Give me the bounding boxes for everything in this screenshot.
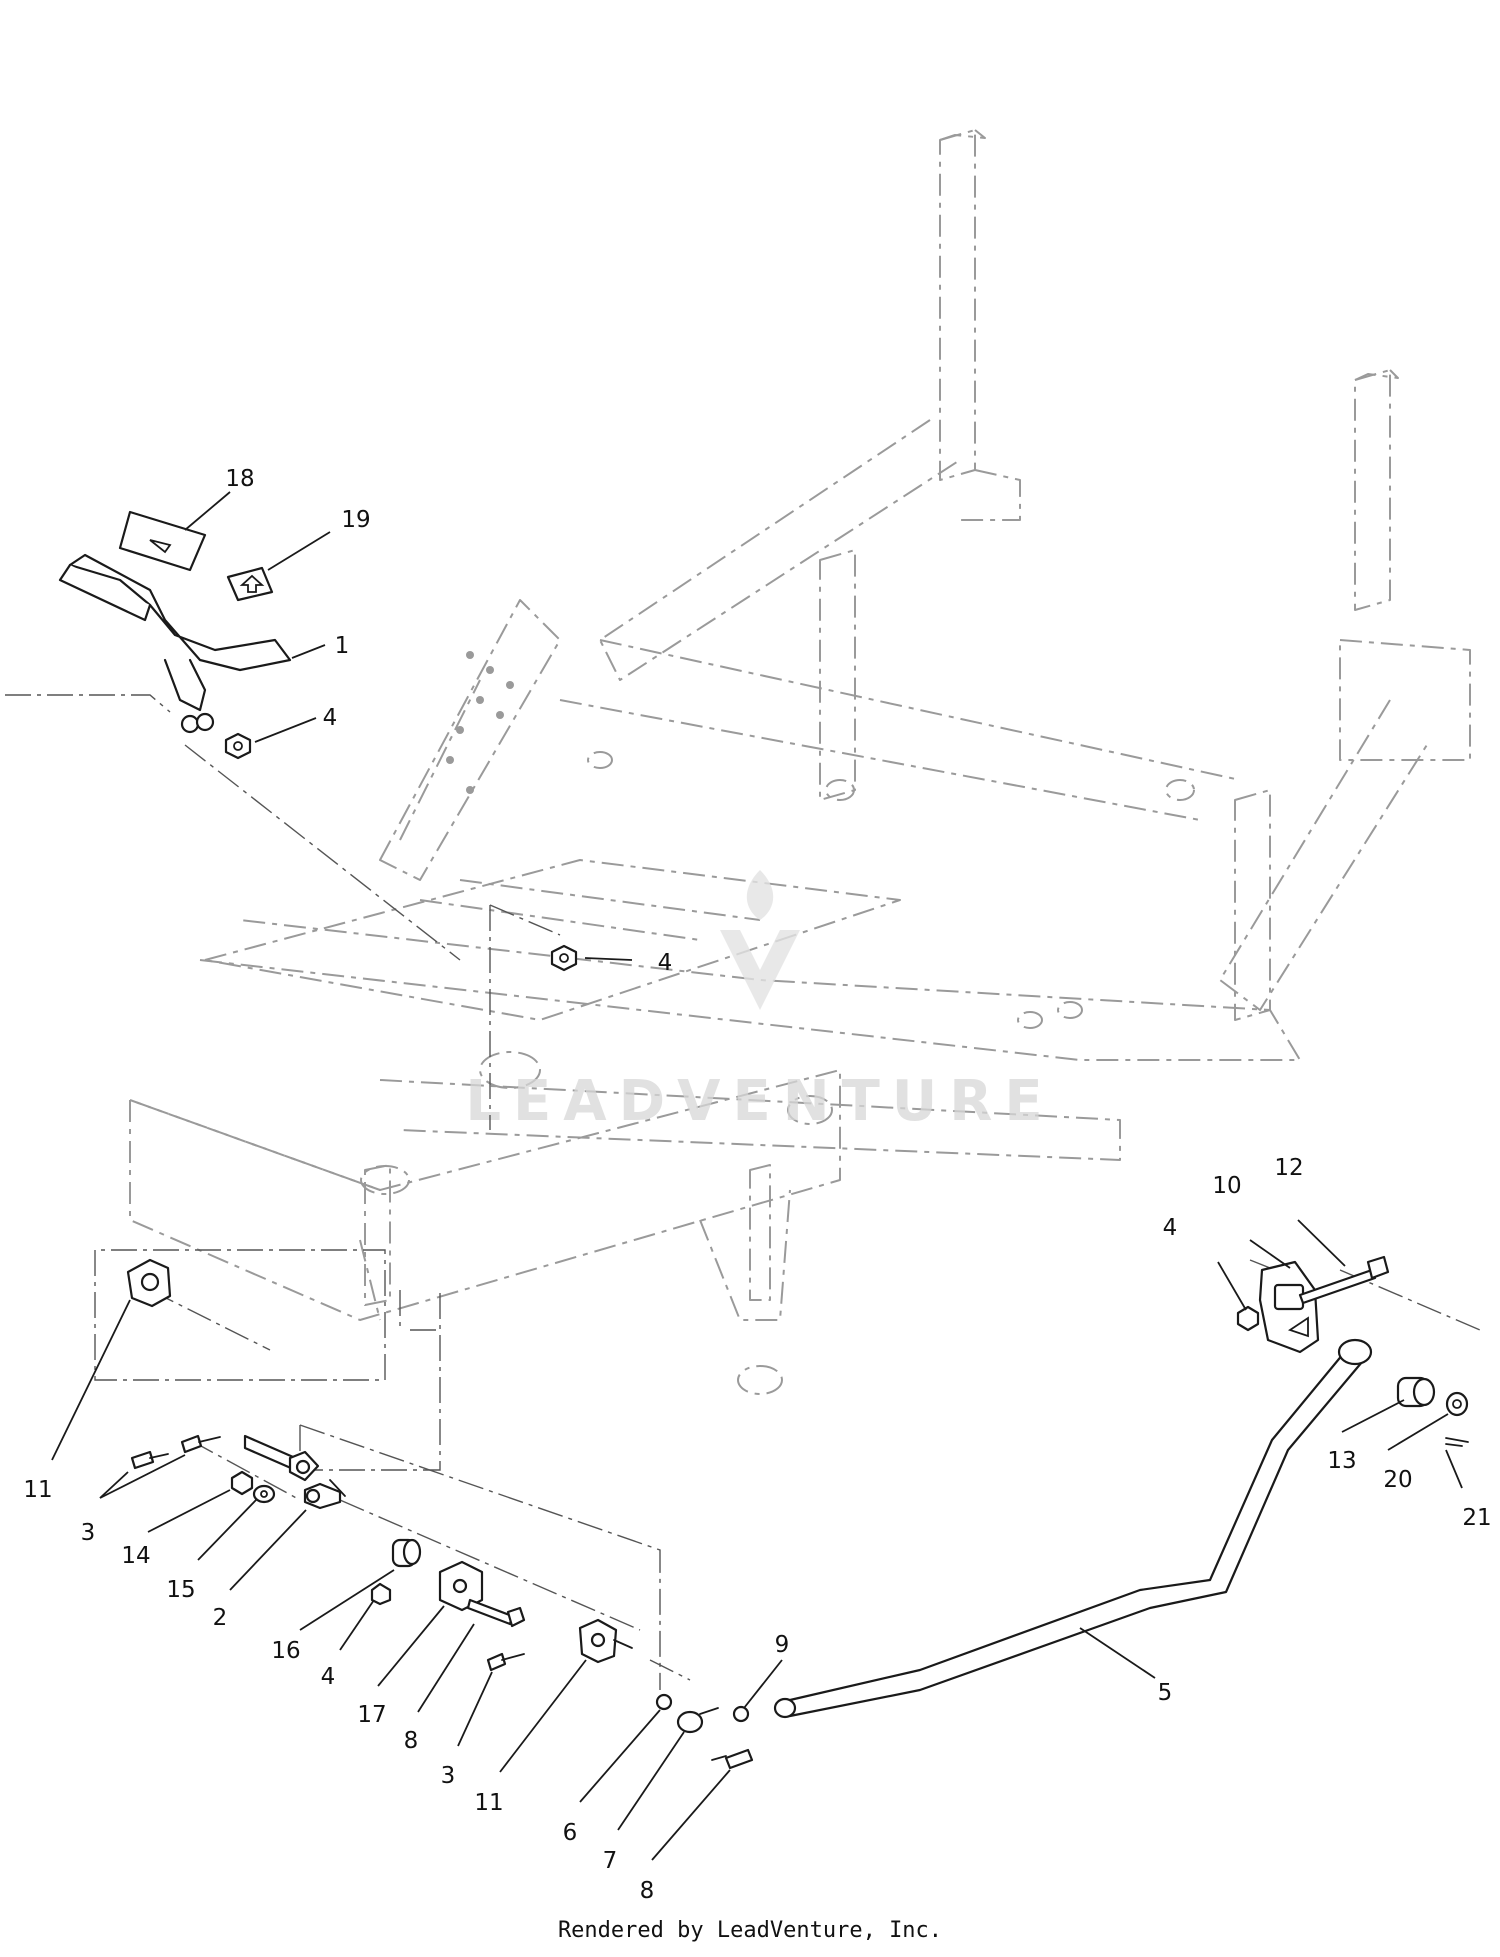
callout-3-left: 3 <box>81 1520 96 1546</box>
part-4-nut-b <box>550 944 578 972</box>
part-11-bushing-b <box>578 1618 633 1664</box>
part-18-decal <box>118 510 207 572</box>
watermark: LEADVENTURE <box>465 870 1054 1134</box>
callout-16: 16 <box>271 1638 300 1664</box>
callout-12: 12 <box>1274 1155 1303 1181</box>
part-9-nut <box>732 1705 750 1723</box>
callout-21: 21 <box>1462 1505 1491 1531</box>
part-13-bushing <box>1396 1376 1436 1408</box>
part-4-nut-c <box>1236 1305 1260 1332</box>
callout-7: 7 <box>603 1848 618 1874</box>
part-8-bolt-b <box>711 1748 754 1770</box>
callout-2: 2 <box>213 1605 228 1631</box>
part-4-nut-a <box>224 732 252 760</box>
callout-19: 19 <box>341 507 370 533</box>
callout-11-left: 11 <box>23 1477 52 1503</box>
callout-5: 5 <box>1158 1680 1173 1706</box>
callout-4-center: 4 <box>658 950 673 976</box>
part-14-nut <box>230 1470 254 1496</box>
callout-labels: 18 19 1 4 4 10 12 4 13 20 21 11 3 14 15 … <box>23 466 1491 1904</box>
chassis-frame <box>129 129 1471 1395</box>
part-3-bolt-a <box>130 1450 169 1470</box>
callout-8-lower: 8 <box>640 1878 655 1904</box>
part-12-bolt <box>1298 1255 1390 1305</box>
callout-15: 15 <box>166 1577 195 1603</box>
footer-credit: Rendered by LeadVenture, Inc. <box>557 1918 943 1943</box>
part-11-bushing-a <box>126 1258 172 1308</box>
part-5-rod <box>773 1338 1373 1719</box>
callout-4-right: 4 <box>1163 1215 1178 1241</box>
phantom-lines <box>5 694 1481 1690</box>
part-10-bracket <box>1258 1260 1320 1354</box>
callout-14: 14 <box>121 1543 150 1569</box>
part-2-pivot <box>243 1434 346 1510</box>
callout-8-mid: 8 <box>404 1728 419 1754</box>
part-3-bolt-b <box>180 1434 221 1454</box>
callout-6: 6 <box>563 1820 578 1846</box>
callout-3-lower: 3 <box>441 1763 456 1789</box>
callout-9: 9 <box>775 1632 790 1658</box>
callout-4-top: 4 <box>323 705 338 731</box>
part-3-bolt-c <box>486 1652 525 1672</box>
callout-10: 10 <box>1212 1173 1241 1199</box>
callout-1: 1 <box>335 633 350 659</box>
part-21-cotter-pin <box>1445 1437 1469 1447</box>
part-15-washer <box>252 1484 276 1504</box>
callout-13: 13 <box>1327 1448 1356 1474</box>
callout-11-lower: 11 <box>474 1790 503 1816</box>
part-7-spacer <box>676 1707 719 1734</box>
callout-18: 18 <box>225 466 254 492</box>
part-8-bolt-a <box>466 1598 526 1628</box>
part-20-washer <box>1445 1391 1469 1417</box>
part-17-arm <box>438 1560 484 1612</box>
part-19-arrow-decal <box>226 566 274 602</box>
callout-20: 20 <box>1383 1467 1412 1493</box>
watermark-text: LEADVENTURE <box>465 1069 1054 1134</box>
part-16-spacer <box>391 1538 422 1568</box>
part-4-nut-d <box>370 1582 392 1606</box>
callout-4-lower: 4 <box>321 1664 336 1690</box>
callout-17: 17 <box>357 1702 386 1728</box>
part-6-washer <box>655 1693 673 1711</box>
callout-leaders <box>51 491 1463 1861</box>
part-1-lever <box>58 553 292 734</box>
